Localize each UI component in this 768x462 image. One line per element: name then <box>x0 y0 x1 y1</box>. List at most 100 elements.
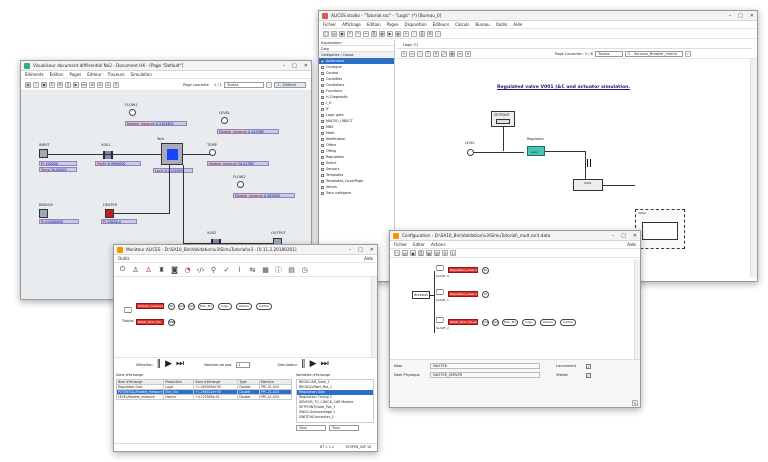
run-icon[interactable]: ♙ <box>132 265 139 274</box>
expand-icon[interactable] <box>321 173 324 177</box>
tree-item[interactable]: Math <box>319 130 394 136</box>
minimize-icon[interactable]: – <box>348 246 352 253</box>
gauge-icon[interactable]: ◔ <box>184 265 191 274</box>
row1-red-block[interactable]: Regulation_Gain exe <box>448 291 478 297</box>
menu-edition[interactable]: Édition <box>49 72 64 77</box>
document-icon[interactable]: ▤ <box>288 265 295 274</box>
open-icon[interactable]: ▤ <box>402 250 408 256</box>
link-icon[interactable]: ⟋ <box>417 50 423 57</box>
node-rc[interactable]: RC <box>168 303 175 310</box>
flow2-gauge[interactable] <box>237 181 244 188</box>
menu-affichage[interactable]: Affichage <box>342 22 361 27</box>
expand-icon[interactable] <box>321 179 324 183</box>
undo-icon[interactable]: ↶ <box>347 30 353 37</box>
list-item[interactable]: Regulation Gain <box>297 390 373 395</box>
menu-outils[interactable]: Outils <box>495 22 508 27</box>
expand-icon[interactable] <box>321 89 324 93</box>
node-rac[interactable]: RAC <box>178 303 185 310</box>
expand-icon[interactable] <box>321 113 324 117</box>
explorer-subtitle[interactable]: Diag <box>319 46 394 52</box>
sim-pause-icon[interactable]: ‖ <box>301 359 306 369</box>
play-icon[interactable]: ▶ <box>73 81 79 88</box>
visible-checkbox[interactable]: ✓ <box>586 373 591 378</box>
select-icon[interactable]: ▭ <box>409 50 415 57</box>
info-icon[interactable]: ⓘ <box>275 265 282 274</box>
menu-edition[interactable]: Edition <box>366 22 381 27</box>
tree-item[interactable]: Select <box>319 160 394 166</box>
transfer-icon[interactable]: ⇆ <box>249 265 256 274</box>
deploy-icon[interactable]: ♜ <box>158 265 165 274</box>
nomphys-field[interactable]: MASTER_SERVER <box>430 372 540 378</box>
menu-pages[interactable]: Pages <box>69 72 82 77</box>
settings-icon[interactable]: ⚙ <box>427 30 433 37</box>
menu-actions[interactable]: Actions <box>430 242 446 247</box>
expand-icon[interactable] <box>321 77 324 81</box>
menu-outils[interactable]: Outils <box>118 256 130 261</box>
expand-icon[interactable] <box>321 161 324 165</box>
row2-cartes-block[interactable]: Cartes <box>560 319 576 326</box>
pause-icon[interactable]: ‖ <box>156 359 162 369</box>
sim-play-icon[interactable]: ▶ <box>309 359 317 369</box>
setpoint-block[interactable]: SETPOINT <box>491 111 515 127</box>
list-item[interactable]: REG01/Vfiber_Pos_1 <box>299 385 333 389</box>
cut-icon[interactable]: ✂ <box>363 30 369 37</box>
minimize-icon[interactable]: – <box>282 62 286 69</box>
refresh-icon[interactable]: ↻ <box>450 250 456 256</box>
v001-valve-icon[interactable] <box>103 151 113 159</box>
minimize-icon[interactable]: – <box>728 12 732 19</box>
redo-icon[interactable]: ↷ <box>355 30 361 37</box>
play-icon[interactable]: ▶ <box>387 30 393 37</box>
row2-hachur-block[interactable]: Hachur <box>540 319 556 326</box>
info-icon[interactable]: i <box>435 30 441 37</box>
list-item[interactable]: SWITCH/Connecter_2 <box>299 415 334 419</box>
expand-icon[interactable] <box>321 59 324 63</box>
tree-item[interactable]: Offers <box>319 142 394 148</box>
menu-elements[interactable]: Éléments <box>25 72 44 77</box>
zoom-out-icon[interactable]: – <box>411 30 417 37</box>
menu-aide[interactable]: Aide <box>513 22 523 27</box>
page-select[interactable]: Toutes <box>594 50 623 57</box>
tree-item[interactable]: Control <box>319 70 394 76</box>
tree-item[interactable]: I_O <box>319 100 394 106</box>
filter-select-1[interactable]: Tous <box>296 425 326 431</box>
page-select[interactable]: Toutes <box>223 81 264 88</box>
menu-aide[interactable]: Aide <box>364 256 373 261</box>
tree-item[interactable]: Regulation <box>319 154 394 160</box>
row2-node-2[interactable]: RAC <box>492 319 499 326</box>
close-icon[interactable]: ✕ <box>632 232 637 239</box>
table-icon[interactable]: ▦ <box>262 265 269 274</box>
step-icon[interactable]: ⏭ <box>81 81 87 88</box>
table-icon[interactable]: ▥ <box>434 250 440 256</box>
regulation-block[interactable]: Gain <box>527 146 545 156</box>
row1-node[interactable]: RI <box>482 291 489 298</box>
expand-icon[interactable] <box>321 119 324 123</box>
align-icon[interactable]: ≡ <box>457 50 463 57</box>
tree-item[interactable]: IF <box>319 106 394 112</box>
expand-icon[interactable] <box>321 149 324 153</box>
close-icon[interactable]: ✕ <box>749 12 754 19</box>
zoom-out-icon[interactable]: ⊖ <box>97 81 103 88</box>
tree-item[interactable]: MACRO_OBJECT <box>319 118 394 124</box>
close-icon[interactable]: ✕ <box>369 246 374 253</box>
logic-block[interactable]: Logic <box>218 303 232 310</box>
bureau-block[interactable]: Bureau0 <box>412 291 430 299</box>
doc-select[interactable]: 1 - Default <box>273 81 306 88</box>
read-block[interactable]: READ_DOC_Mo <box>136 319 164 325</box>
menu-simulation[interactable]: Simulation <box>130 72 152 77</box>
level-node[interactable] <box>467 149 474 156</box>
menu-bureau[interactable]: Bureau <box>475 22 490 27</box>
expand-icon[interactable] <box>321 125 324 129</box>
paste-icon[interactable]: ▦ <box>379 30 385 37</box>
tree-item[interactable]: Contrôles <box>319 76 394 82</box>
filter-select-2[interactable]: Tous <box>329 425 359 431</box>
zoom-icon[interactable]: ⚲ <box>433 50 439 57</box>
maximize-icon[interactable]: □ <box>738 12 743 19</box>
w4-canvas[interactable]: Bureau0 🖵 SLAVE_0 Regulation_Gain exe RC… <box>390 259 635 359</box>
refresh-icon[interactable]: ↻ <box>49 81 55 88</box>
menu-fichier[interactable]: Fichier <box>394 242 408 247</box>
tree-item[interactable]: MBS <box>319 124 394 130</box>
menu-calculs[interactable]: Calculs <box>455 22 470 27</box>
pause-icon[interactable]: ‖ <box>65 81 71 88</box>
grid-toggle-icon[interactable]: ▦ <box>449 50 455 57</box>
